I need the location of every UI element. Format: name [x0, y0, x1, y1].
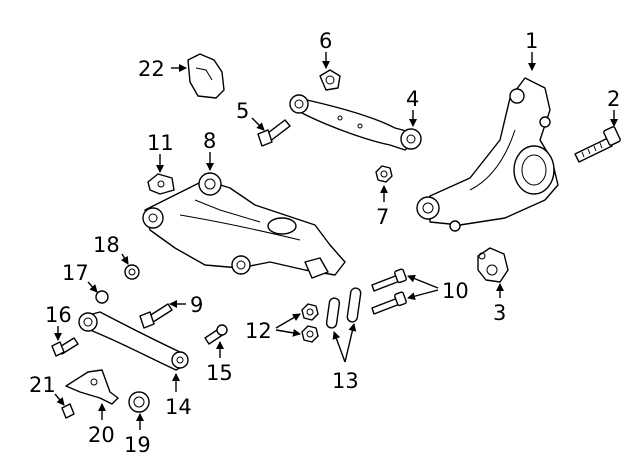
part-nut-19: [128, 391, 150, 413]
callout-17: 17: [62, 261, 89, 285]
callout-4: 4: [406, 87, 419, 111]
callout-7: 7: [376, 205, 389, 229]
leader-12a: [275, 313, 301, 329]
callout-6: 6: [319, 29, 332, 53]
part-washer-17: [95, 290, 109, 304]
leader-21: [54, 393, 65, 406]
callout-21: 21: [29, 373, 56, 397]
part-link-6: [319, 69, 341, 91]
callout-5: 5: [236, 99, 249, 123]
part-lower-arm: [78, 311, 189, 371]
leader-13b: [344, 323, 357, 363]
callout-13: 13: [332, 369, 359, 393]
callout-15: 15: [206, 361, 233, 385]
part-nuts-12: [301, 303, 319, 343]
part-bolt-2: [574, 126, 621, 163]
part-bolts-10: [371, 268, 407, 315]
part-bolt-16: [51, 337, 79, 357]
callout-19: 19: [124, 433, 151, 457]
part-clip-11: [147, 173, 175, 195]
leader-10b: [407, 289, 439, 301]
part-bracket-20: [65, 369, 119, 405]
callout-10: 10: [442, 279, 469, 303]
part-bracket-3: [477, 247, 509, 283]
part-bolt-15: [204, 324, 228, 345]
callout-18: 18: [93, 233, 120, 257]
part-bolt-9: [139, 303, 173, 329]
leader-5: [251, 117, 265, 131]
leader-17: [87, 281, 98, 293]
callout-12: 12: [245, 319, 272, 343]
callout-3: 3: [493, 301, 506, 325]
leader-18: [120, 253, 129, 265]
callout-9: 9: [190, 293, 203, 317]
part-links-13: [325, 287, 362, 329]
callout-16: 16: [45, 303, 72, 327]
part-nut-7: [375, 165, 393, 183]
callout-8: 8: [203, 129, 216, 153]
leader-10a: [407, 274, 439, 289]
part-subframe: [142, 172, 346, 279]
leader-13a: [332, 331, 346, 363]
callout-14: 14: [165, 395, 192, 419]
callout-1: 1: [525, 29, 538, 53]
callout-22: 22: [138, 57, 165, 81]
part-upper-arm: [289, 94, 422, 151]
part-knuckle: [416, 77, 559, 232]
part-bushing-18: [124, 264, 140, 280]
callout-11: 11: [147, 131, 174, 155]
callout-2: 2: [607, 87, 620, 111]
callout-20: 20: [88, 423, 115, 447]
part-clip-21: [61, 403, 75, 419]
part-bolt-5: [257, 119, 291, 147]
leader-12b: [275, 328, 301, 337]
part-pad-22: [187, 53, 225, 99]
